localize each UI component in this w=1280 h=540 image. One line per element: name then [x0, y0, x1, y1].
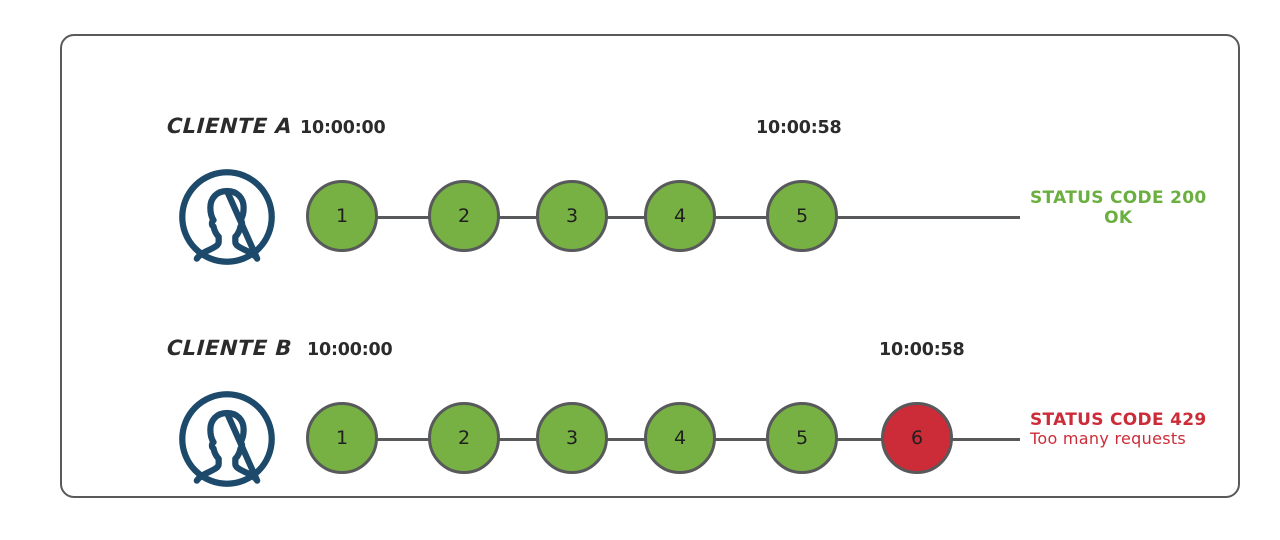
status-message-line: OK — [1104, 208, 1133, 229]
request-node[interactable]: 3 — [536, 402, 608, 474]
client-b-status-badge: STATUS CODE 429 Too many requests — [1030, 410, 1206, 449]
request-node[interactable]: 3 — [536, 180, 608, 252]
client-a-status-badge: STATUS CODE 200 OK — [1030, 188, 1206, 228]
client-b-label: CLIENTE B — [166, 336, 293, 360]
diagram-frame: CLIENTE A 10:00:00 10:00:58 1 2 3 4 5 ST… — [60, 34, 1240, 498]
request-node[interactable]: 1 — [306, 180, 378, 252]
client-a-label: CLIENTE A — [166, 114, 293, 138]
request-node[interactable]: 4 — [644, 180, 716, 252]
request-node[interactable]: 4 — [644, 402, 716, 474]
request-node[interactable]: 1 — [306, 402, 378, 474]
user-avatar-icon — [175, 165, 279, 269]
request-node[interactable]: 5 — [766, 180, 838, 252]
request-node[interactable]: 2 — [428, 180, 500, 252]
request-node[interactable]: 2 — [428, 402, 500, 474]
user-avatar-icon — [175, 387, 279, 491]
request-node-rate-limited[interactable]: 6 — [881, 402, 953, 474]
client-a-timestamp-start: 10:00:00 — [300, 118, 386, 138]
status-message-line: Too many requests — [1030, 429, 1187, 449]
client-b-timestamp-start: 10:00:00 — [307, 340, 393, 360]
status-code-line: STATUS CODE 429 — [1030, 410, 1207, 430]
status-code-line: STATUS CODE 200 — [1030, 188, 1207, 208]
request-node[interactable]: 5 — [766, 402, 838, 474]
client-a-timestamp-end: 10:00:58 — [756, 118, 842, 138]
client-b-timestamp-end: 10:00:58 — [879, 340, 965, 360]
